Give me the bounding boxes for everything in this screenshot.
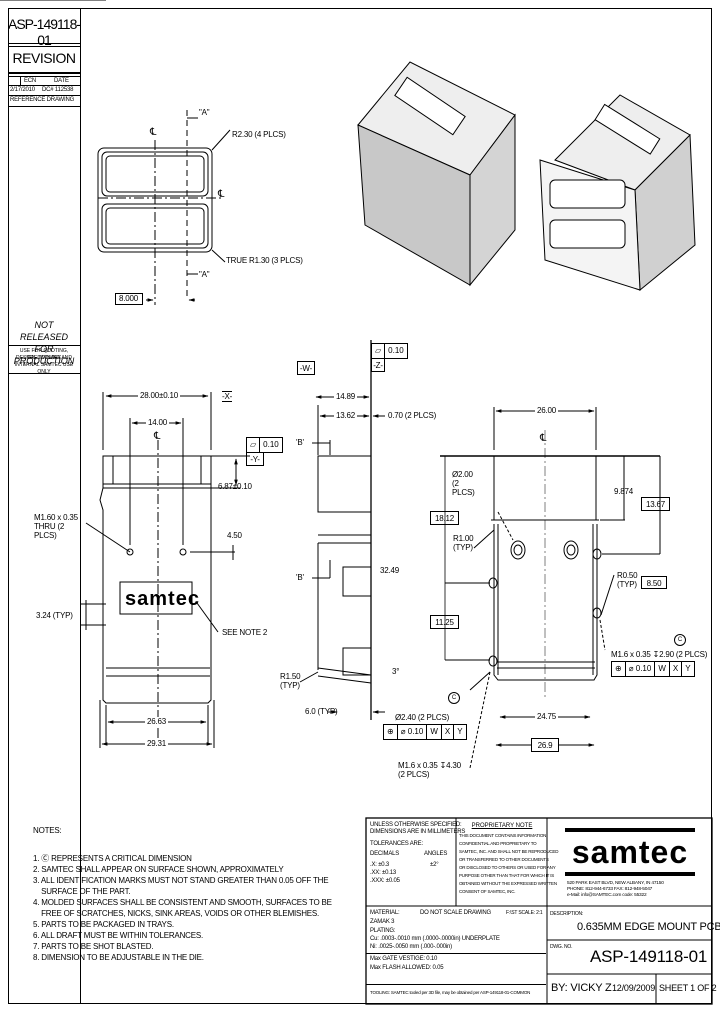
critical-mark-left: C xyxy=(448,692,460,704)
drawn-by: BY: VICKY Z xyxy=(551,982,612,994)
dim-8000: 8.000 xyxy=(115,293,143,305)
dim-26-00: 26.00 xyxy=(535,406,559,415)
dim-8-50: 8.50 xyxy=(641,576,667,589)
dim-26-63: 26.63 xyxy=(145,717,169,726)
rev-header-ecn: ECN xyxy=(24,78,37,84)
centerline-mark-front: ℄ xyxy=(154,431,161,442)
callout-m16-4-30: M1.6 x 0.35 ↧4.30 (2 PLCS) xyxy=(398,761,461,779)
front-view xyxy=(0,0,250,748)
datum-w: -W- xyxy=(297,361,315,375)
note-6: 6. ALL DRAFT MUST BE WITHIN TOLERANCES. xyxy=(33,931,204,940)
callout-m160-thru: M1.60 x 0.35 THRU (2 PLCS) xyxy=(34,513,78,540)
callout-r230: R2.30 (4 PLCS) xyxy=(232,130,286,139)
revision-title: REVISION xyxy=(12,50,76,66)
notes-heading: NOTES: xyxy=(33,826,62,835)
dim-4-50: 4.50 xyxy=(227,531,242,540)
section-mark-a-bottom: "A" xyxy=(199,270,210,279)
rev-row-date: 2/17/2010 xyxy=(10,87,35,93)
company-block: samtec 520 PARK EAST BLVD, NEW ALBANY, I… xyxy=(549,820,711,904)
drawn-date: 12/09/2009 xyxy=(612,983,656,993)
not-released-stamp: NOT RELEASED FOR PRODUCTION USE FOR QUOT… xyxy=(8,313,80,375)
dim-28-00: 28.00±0.10 xyxy=(138,391,180,400)
critical-mark-right: C xyxy=(674,634,686,646)
dim-29-31: 29.31 xyxy=(145,739,169,748)
note-1: 1. Ⓒ REPRESENTS A CRITICAL DIMENSION xyxy=(33,854,192,863)
note-8: 8. DIMENSION TO BE ADJUSTABLE IN THE DIE… xyxy=(33,953,204,962)
callout-r150-typ: R1.50 (TYP) xyxy=(280,672,301,690)
dim-6-87: 6.87±0.10 xyxy=(218,482,252,491)
note-2: 2. SAMTEC SHALL APPEAR ON SURFACE SHOWN,… xyxy=(33,865,284,874)
dim-14-00: 14.00 xyxy=(146,418,170,427)
section-mark-b-bottom: 'B' xyxy=(296,573,304,582)
rev-header-date: DATE xyxy=(54,78,69,84)
isometric-view-open xyxy=(539,94,696,292)
dim-24-75: 24.75 xyxy=(535,712,559,721)
samtec-logo: samtec xyxy=(565,828,695,876)
dim-6-0-typ: 6.0 (TYP) xyxy=(305,707,338,716)
sheet-number: SHEET 1 OF 2 xyxy=(659,983,717,993)
centerline-mark-vertical: ℄ xyxy=(150,127,157,138)
callout-m16-2-90: M1.6 x 0.35 ↧2.90 (2 PLCS) xyxy=(611,650,708,659)
front-logo-samtec: samtec xyxy=(125,588,200,610)
callout-dia-2-00: Ø2.00 (2 PLCS) xyxy=(452,470,475,497)
description-value: 0.635MM EDGE MOUNT PCB CAGE xyxy=(577,921,720,933)
dim-32-49: 32.49 xyxy=(380,566,400,575)
dim-0-70: 0.70 (2 PLCS) xyxy=(388,411,437,420)
datum-x: -X- xyxy=(222,391,233,402)
dim-3-24-typ: 3.24 (TYP) xyxy=(36,611,73,620)
dim-14-89: 14.89 xyxy=(334,392,358,401)
title-block-lines xyxy=(365,817,713,1005)
dim-13-62: 13.62 xyxy=(334,411,358,420)
revision-column: ASP-149118-01 REVISION ECN DATE 2/17/201… xyxy=(8,8,81,1004)
dwg-no-label: DWG. NO. xyxy=(550,944,573,950)
isometric-view-closed xyxy=(357,61,516,287)
callout-see-note-2: SEE NOTE 2 xyxy=(222,628,268,637)
rear-view xyxy=(440,407,661,769)
dim-9-874: 9.874 xyxy=(614,487,634,496)
note-3-cont: SURFACE OF THE PART. xyxy=(33,887,131,896)
drawing-frame xyxy=(8,8,712,1004)
top-view xyxy=(97,110,231,305)
centerline-mark-rear: ℄ xyxy=(540,433,547,444)
dwg-no-value: ASP-149118-01 xyxy=(590,947,708,966)
flatness-fcf-front: ▱0.10 xyxy=(246,437,283,453)
callout-r0-50-typ: R0.50 (TYP) xyxy=(617,571,638,589)
section-mark-b-top: 'B' xyxy=(296,438,304,447)
dim-3-deg: 3° xyxy=(392,667,400,676)
description-label: DESCRIPTION: xyxy=(550,911,584,917)
dim-11-25: 11.25 xyxy=(430,615,459,629)
callout-true-r130: TRUE R1.30 (3 PLCS) xyxy=(226,256,303,265)
dim-26-9: 26.9 xyxy=(531,738,559,752)
note-4: 4. MOLDED SURFACES SHALL BE CONSISTENT A… xyxy=(33,898,332,907)
rev-note: REFERENCE DRAWING xyxy=(10,97,75,103)
datum-y: -Y- xyxy=(246,452,264,466)
note-7: 7. PARTS TO BE SHOT BLASTED. xyxy=(33,942,154,951)
callout-r1-00-typ: R1.00 (TYP) xyxy=(453,534,474,552)
dim-18-12: 18.12 xyxy=(430,511,459,525)
callout-dia-2-40: Ø2.40 (2 PLCS) xyxy=(395,713,450,722)
centerline-mark-horizontal: ℄ xyxy=(218,189,225,200)
note-5: 5. PARTS TO BE PACKAGED IN TRAYS. xyxy=(33,920,174,929)
flatness-fcf-side: ▱0.10 xyxy=(371,343,408,359)
section-mark-a-top: "A" xyxy=(199,108,210,117)
datum-z: -Z- xyxy=(371,358,385,372)
part-number-header: ASP-149118-01 xyxy=(8,16,81,48)
note-4-cont: FREE OF SCRATCHES, NICKS, SINK AREAS, VO… xyxy=(33,909,320,918)
dim-13-67: 13.67 xyxy=(641,497,670,511)
rev-row-ecn: DC# 112538 xyxy=(42,87,74,93)
note-3: 3. ALL IDENTIFICATION MARKS MUST NOT STA… xyxy=(33,876,329,885)
